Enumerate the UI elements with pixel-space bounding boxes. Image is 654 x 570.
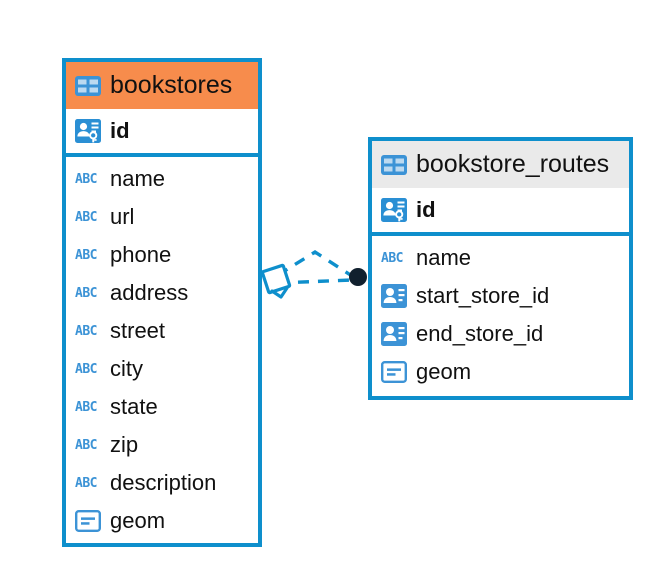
field-row-bookstores-name[interactable]: ABC name: [66, 160, 258, 198]
field-row-bookstores-description[interactable]: ABC description: [66, 464, 258, 502]
field-row-bookstores-zip[interactable]: ABC zip: [66, 426, 258, 464]
text-abc-icon: ABC: [75, 171, 97, 187]
relationship-endpoint-diamond: [260, 263, 292, 299]
field-row-bookstores-state[interactable]: ABC state: [66, 388, 258, 426]
field-label-bookstores-phone: phone: [110, 242, 172, 267]
field-label-bookstore-routes-end-store-id: end_store_id: [416, 321, 544, 346]
field-row-bookstores-city[interactable]: ABC city: [66, 350, 258, 388]
field-label-bookstores-geom: geom: [110, 508, 166, 533]
field-label-bookstores-street: street: [110, 318, 166, 343]
field-row-bookstores-street[interactable]: ABC street: [66, 312, 258, 350]
field-label-bookstores-name: name: [110, 166, 166, 191]
entity-bookstores-header[interactable]: bookstores: [66, 62, 258, 109]
field-label-bookstores-state: state: [110, 394, 158, 419]
table-grid-icon: [381, 154, 407, 175]
field-label-bookstores-url: url: [110, 204, 135, 229]
entity-bookstores-pk-section: id: [66, 109, 258, 157]
foreign-key-icon: [381, 284, 407, 308]
entity-bookstore-routes-fields: ABC name start_store_id: [372, 236, 629, 395]
field-label-bookstores-address: address: [110, 280, 189, 305]
field-row-bookstore-routes-id[interactable]: id: [372, 188, 629, 232]
field-row-bookstores-url[interactable]: ABC url: [66, 198, 258, 236]
text-abc-icon: ABC: [75, 361, 97, 377]
relationship-line-start-store-id: [277, 249, 353, 278]
entity-bookstore-routes-pk-section: id: [372, 188, 629, 236]
field-row-bookstores-phone[interactable]: ABC phone: [66, 236, 258, 274]
entity-bookstore-routes-header[interactable]: bookstore_routes: [372, 141, 629, 188]
text-abc-icon: ABC: [75, 475, 97, 491]
field-row-bookstores-geom[interactable]: geom: [66, 502, 258, 540]
text-abc-icon: ABC: [75, 285, 97, 301]
entity-bookstore-routes[interactable]: bookstore_routes: [368, 137, 633, 400]
text-abc-icon: ABC: [75, 323, 97, 339]
field-row-bookstore-routes-name[interactable]: ABC name: [372, 239, 629, 277]
table-grid-icon: [75, 75, 101, 96]
field-label-bookstores-city: city: [110, 356, 143, 381]
text-abc-icon: ABC: [75, 247, 97, 263]
field-label-bookstore-routes-name: name: [416, 245, 472, 270]
text-abc-icon: ABC: [75, 437, 97, 453]
entity-bookstores-title: bookstores: [110, 71, 233, 99]
field-label-bookstore-routes-start-store-id: start_store_id: [416, 283, 550, 308]
field-row-bookstores-id[interactable]: id: [66, 109, 258, 153]
geometry-icon: [75, 510, 101, 532]
field-row-bookstore-routes-end-store-id[interactable]: end_store_id: [372, 315, 629, 353]
field-label-bookstore-routes-id: id: [416, 197, 436, 222]
relationship-endpoint-dot: [349, 268, 367, 286]
relationship-line-end-store-id: [277, 278, 353, 285]
primary-key-icon: [381, 198, 407, 222]
text-abc-icon: ABC: [381, 250, 403, 266]
text-abc-icon: ABC: [75, 209, 97, 225]
field-row-bookstores-address[interactable]: ABC address: [66, 274, 258, 312]
geometry-icon: [381, 361, 407, 383]
foreign-key-icon: [381, 322, 407, 346]
entity-bookstores-fields: ABC name ABC url ABC phone ABC: [66, 157, 258, 544]
entity-bookstores[interactable]: bookstores id: [62, 58, 262, 547]
entity-bookstore-routes-title: bookstore_routes: [416, 150, 610, 178]
primary-key-icon: [75, 119, 101, 143]
field-label-bookstores-id: id: [110, 118, 130, 143]
field-label-bookstore-routes-geom: geom: [416, 359, 472, 384]
field-label-bookstores-zip: zip: [110, 432, 139, 457]
text-abc-icon: ABC: [75, 399, 97, 415]
field-row-bookstore-routes-geom[interactable]: geom: [372, 353, 629, 391]
field-label-bookstores-description: description: [110, 470, 217, 495]
field-row-bookstore-routes-start-store-id[interactable]: start_store_id: [372, 277, 629, 315]
